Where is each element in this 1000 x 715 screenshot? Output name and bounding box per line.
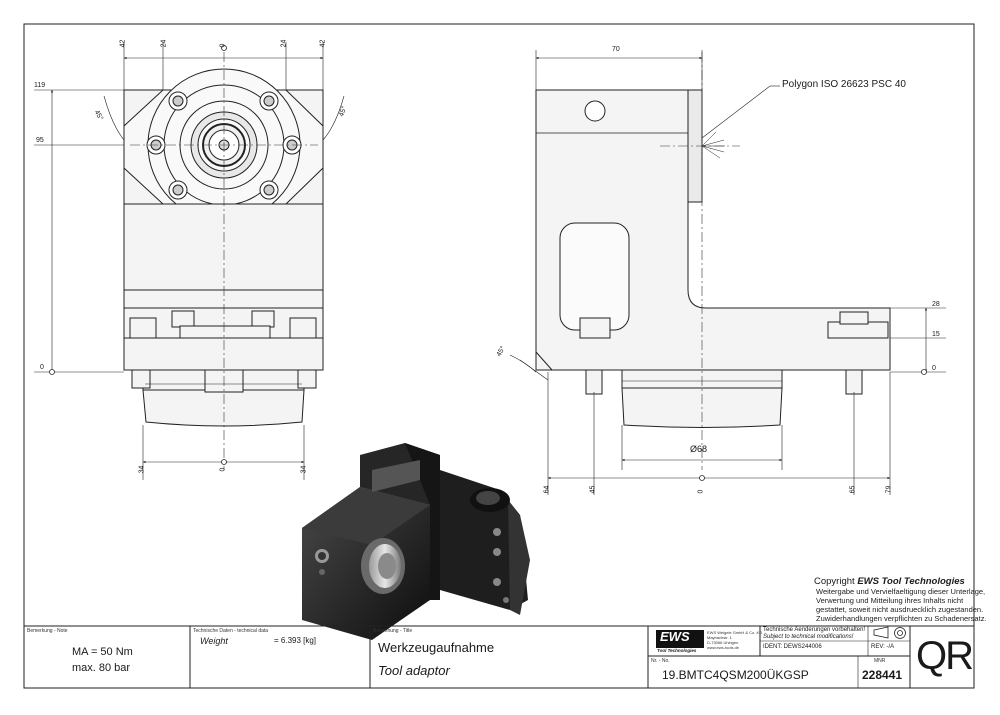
remark-label: Bemerkung - Note (27, 628, 68, 634)
polygon-hatch (701, 131, 725, 159)
dim-side-bottom-5: 79 (885, 485, 893, 494)
dim-front-left-2: 95 (36, 137, 44, 144)
ews-logo-box (656, 630, 704, 648)
mnr-number: 228441 (862, 668, 903, 682)
dim-front-top-5: 42 (319, 39, 327, 48)
side-dimensions (509, 50, 946, 495)
dim-side-right-1: 28 (932, 301, 940, 308)
dim-front-top-3: 0 (219, 43, 227, 48)
copyright-brand: EWS Tool Technologies (857, 576, 965, 587)
copyright-prefix: Copyright (814, 576, 855, 587)
dim-side-right-2: 15 (932, 331, 940, 338)
title-label: Benennung - Title (373, 628, 413, 634)
dim-front-bottom-1: 34 (138, 465, 146, 474)
dim-side-bottom-2: 45 (589, 485, 597, 494)
revision-field: REV: -/A (871, 644, 895, 650)
company-line-1: EWS Weigele GmbH & Co. KG (707, 630, 763, 635)
title-block-lines (24, 625, 974, 688)
front-centerlines (130, 52, 318, 470)
copyright-line-4: Zuwiderhandlungen verpflichten zu Schade… (816, 614, 987, 623)
weight-value: = 6.393 [kg] (274, 636, 317, 645)
dim-front-left-3: 0 (40, 364, 44, 371)
remark-line-1: MA = 50 Nm (72, 646, 133, 658)
company-line-3: D-73066 Uhingen (707, 640, 739, 645)
dim-side-bottom-3: 0 (697, 489, 705, 494)
number-label: Nr. - No. (651, 658, 670, 664)
side-view (535, 89, 891, 428)
copyright-line-3: gestattet, soweit nicht ausdruecklich zu… (816, 605, 984, 614)
drawing-number: 19.BMTC4QSM200ÜKGSP (662, 668, 809, 682)
title-german: Werkzeugaufnahme (378, 640, 495, 655)
dim-side-diameter: Ø68 (690, 444, 708, 454)
front-view (123, 68, 324, 427)
tech-data-label: Technische Daten - technical data (193, 628, 269, 634)
qr-mark: QR (916, 634, 974, 678)
change-note-german: Technische Aenderungen vorbehalten! (763, 627, 866, 633)
ident-field: IDENT: DEWS244006 (763, 644, 822, 650)
dim-front-top-2: 24 (160, 39, 168, 48)
company-line-2: Maybachstr. 1 (707, 635, 732, 640)
change-note-english: Subject to technical modifications! (763, 634, 854, 640)
ews-logo-subtitle: Tool Technologies (657, 648, 697, 653)
front-bolt-holes (146, 91, 302, 200)
polygon-callout: Polygon ISO 26623 PSC 40 (782, 79, 906, 90)
weight-label: Weight (200, 636, 228, 646)
side-centerlines (660, 52, 740, 470)
copyright-line-1: Weitergabe und Vervielfaeltigung dieser … (816, 587, 986, 596)
dim-front-top-1: 42 (119, 39, 127, 48)
dim-front-bottom-2: 0 (219, 467, 227, 472)
remark-line-2: max. 80 bar (72, 662, 131, 674)
dim-side-bottom-4: 65 (849, 485, 857, 494)
dim-side-top: 70 (612, 46, 620, 53)
copyright-heading: Copyright EWS Tool Technologies (814, 576, 965, 587)
mnr-label: MNR (874, 658, 886, 664)
dim-side-bottom-1: 64 (543, 485, 551, 494)
dim-front-top-4: 24 (280, 39, 288, 48)
ews-logo: EWS (660, 629, 690, 644)
front-origin-marks (49, 45, 227, 465)
title-english: Tool adaptor (378, 663, 450, 678)
isometric-render (302, 443, 530, 640)
company-line-4: www.ews-tools.de (707, 645, 740, 650)
copyright-line-2: Verwertung und Mitteilung ihres Inhalts … (816, 596, 964, 605)
side-origin-marks (699, 369, 927, 481)
dim-side-right-3: 0 (932, 365, 936, 372)
dim-front-bottom-3: 34 (300, 465, 308, 474)
front-dimensions (34, 42, 345, 480)
sheet-border (23, 23, 975, 689)
projection-symbol-icon (873, 626, 906, 639)
dim-front-left-1: 119 (34, 82, 46, 89)
